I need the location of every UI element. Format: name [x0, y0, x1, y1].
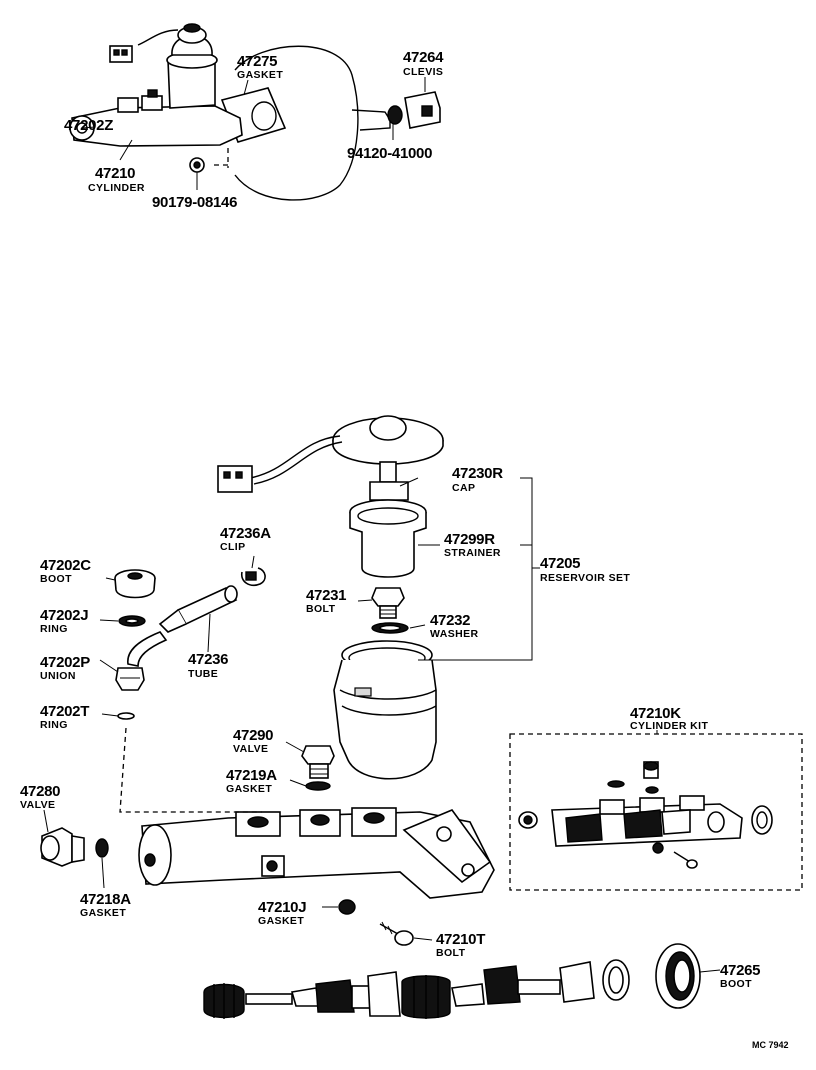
label-47264-name: CLEVIS [403, 66, 443, 78]
label-47210J-name: GASKET [258, 915, 304, 927]
label-47210-name: CYLINDER [88, 182, 145, 194]
label-47232-name: WASHER [430, 628, 479, 640]
label-47232-number: 47232 [430, 612, 470, 629]
boot-47202C-illustration [114, 569, 156, 599]
label-47205-number: 47205 [540, 555, 580, 572]
label-47236A-number: 47236A [220, 525, 271, 542]
label-47218A-number: 47218A [80, 891, 131, 908]
tube-47236-illustration [158, 585, 238, 633]
label-47290-number: 47290 [233, 727, 273, 744]
label-47202T-number: 47202T [40, 703, 89, 720]
label-47202T-name: RING [40, 719, 68, 731]
label-47202J-name: RING [40, 623, 68, 635]
label-47210K-name: CYLINDER KIT [630, 720, 708, 732]
label-47265-number: 47265 [720, 962, 760, 979]
label-47280-name: VALVE [20, 799, 55, 811]
label-90179-number: 90179-08146 [152, 194, 237, 211]
master-cylinder-body-illustration [138, 807, 495, 899]
label-47299R-name: STRAINER [444, 547, 501, 559]
gasket-47218A-illustration [95, 838, 109, 858]
label-47236-name: TUBE [188, 668, 218, 680]
label-47202C-name: BOOT [40, 573, 72, 585]
label-47280-number: 47280 [20, 783, 60, 800]
nut-94120-illustration [387, 105, 403, 125]
diagram-code: MC 7942 [752, 1040, 789, 1050]
label-47210T-name: BOLT [436, 947, 466, 959]
label-47202P-number: 47202P [40, 654, 90, 671]
gasket-47219A-illustration [305, 781, 331, 791]
label-47236A-name: CLIP [220, 541, 246, 553]
label-47275-name: GASKET [237, 69, 283, 81]
label-47202Z-number: 47202Z [64, 117, 113, 134]
label-47265-name: BOOT [720, 978, 752, 990]
gasket-47210J-illustration [338, 899, 356, 915]
bolt-47231-illustration [371, 587, 405, 619]
valve-47290-illustration [301, 745, 335, 779]
label-47230R-number: 47230R [452, 465, 503, 482]
label-47210K-number: 47210K [630, 705, 681, 722]
union-47202P-illustration [115, 631, 168, 691]
label-47210J-number: 47210J [258, 899, 306, 916]
label-47290-name: VALVE [233, 743, 268, 755]
bolt-47210T-illustration [379, 921, 414, 946]
clip-47236A-illustration [240, 567, 266, 587]
label-47231-name: BOLT [306, 603, 336, 615]
strainer-47299R-illustration [349, 499, 427, 578]
label-47219A-name: GASKET [226, 783, 272, 795]
boot-47265-illustration [655, 943, 701, 1009]
label-47231-number: 47231 [306, 587, 346, 604]
label-47218A-name: GASKET [80, 907, 126, 919]
brake-booster-illustration [234, 45, 359, 201]
cylinder-kit-47210K-box [509, 730, 803, 891]
label-47202C-number: 47202C [40, 557, 91, 574]
label-94120-number: 94120-41000 [347, 145, 432, 162]
label-47236-number: 47236 [188, 651, 228, 668]
label-47205-name: RESERVOIR SET [540, 572, 630, 584]
label-47264-number: 47264 [403, 49, 444, 66]
cap-47230R-illustration [217, 415, 444, 501]
ring-47202T-illustration [117, 712, 135, 720]
piston-assembly-illustration [203, 959, 630, 1019]
exploded-view-illustration [40, 415, 803, 1019]
label-47210T-number: 47210T [436, 931, 485, 948]
label-47202P-name: UNION [40, 670, 76, 682]
reservoir-body-illustration [333, 640, 437, 780]
label-47299R-number: 47299R [444, 531, 495, 548]
label-47230R-name: CAP [452, 482, 475, 494]
label-47210-number: 47210 [95, 165, 135, 182]
label-47275-number: 47275 [237, 53, 277, 70]
top-assembly-illustration [69, 23, 441, 201]
label-47219A-number: 47219A [226, 767, 277, 784]
valve-47280-illustration [40, 827, 85, 867]
label-47202J-number: 47202J [40, 607, 88, 624]
